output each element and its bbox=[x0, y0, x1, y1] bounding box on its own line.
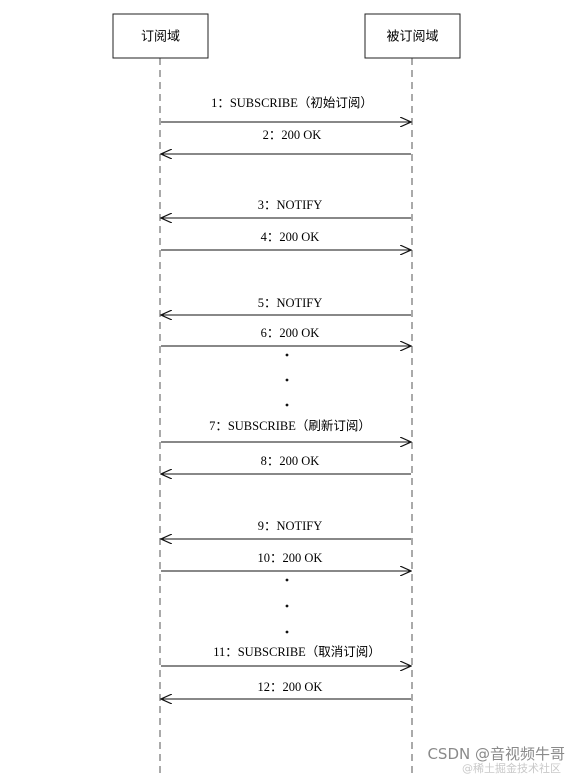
message-8: 8：200 OK bbox=[161, 454, 411, 474]
message-9: 9：NOTIFY bbox=[161, 519, 411, 539]
message-label: 6：200 OK bbox=[261, 326, 320, 340]
message-5: 5：NOTIFY bbox=[161, 296, 411, 315]
message-10: 10：200 OK bbox=[161, 551, 411, 571]
message-label: 3：NOTIFY bbox=[258, 198, 323, 212]
right-entity-box bbox=[364, 13, 461, 59]
message-label: 11：SUBSCRIBE（取消订阅） bbox=[213, 645, 381, 659]
message-6: 6：200 OK bbox=[161, 326, 411, 346]
message-label: 5：NOTIFY bbox=[258, 296, 323, 310]
message-label: 1：SUBSCRIBE（初始订阅） bbox=[211, 96, 373, 110]
ellipsis-2 bbox=[285, 578, 289, 634]
message-label: 7：SUBSCRIBE（刷新订阅） bbox=[209, 418, 371, 433]
message-4: 4：200 OK bbox=[161, 230, 411, 250]
message-2: 2：200 OK bbox=[161, 128, 411, 154]
message-label: 8：200 OK bbox=[261, 454, 320, 468]
watermark-sub: @稀土掘金技术社区 bbox=[462, 762, 561, 775]
message-label: 12：200 OK bbox=[258, 680, 323, 694]
message-label: 9：NOTIFY bbox=[258, 519, 323, 533]
message-1: 1：SUBSCRIBE（初始订阅） bbox=[161, 96, 411, 122]
left-entity-label: 订阅域 bbox=[141, 30, 180, 45]
left-entity-box bbox=[112, 13, 209, 59]
message-7: 7：SUBSCRIBE（刷新订阅） bbox=[161, 418, 411, 442]
right-entity-label: 被订阅域 bbox=[386, 30, 438, 45]
watermark-main: CSDN @音视频牛哥 bbox=[427, 745, 565, 763]
message-12: 12：200 OK bbox=[161, 680, 411, 699]
message-label: 10：200 OK bbox=[258, 551, 323, 565]
message-label: 2：200 OK bbox=[263, 128, 322, 142]
message-11: 11：SUBSCRIBE（取消订阅） bbox=[161, 645, 411, 666]
ellipsis-1 bbox=[285, 353, 289, 407]
message-label: 4：200 OK bbox=[261, 230, 320, 244]
message-3: 3：NOTIFY bbox=[161, 198, 411, 218]
